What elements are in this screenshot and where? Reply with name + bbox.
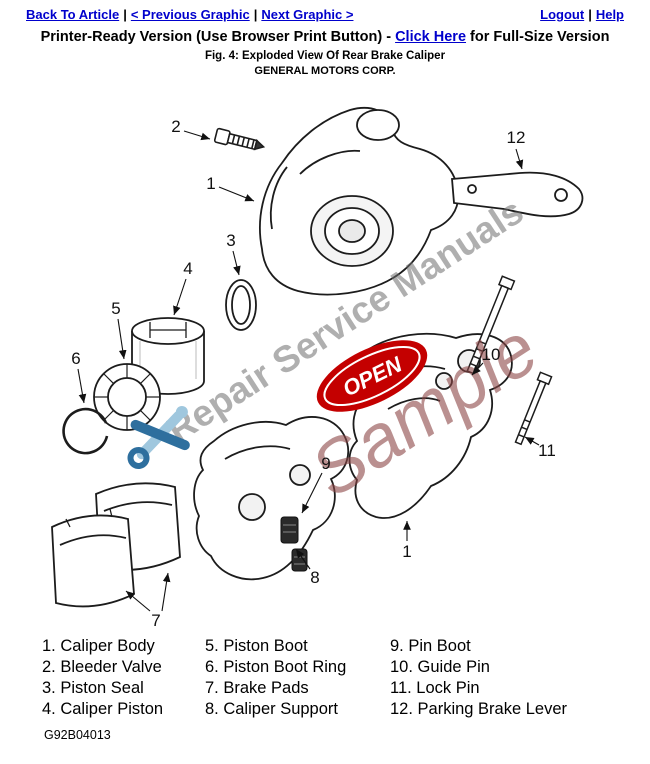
legend-item: 2. Bleeder Valve — [42, 658, 162, 676]
legend-item: 10. Guide Pin — [390, 658, 490, 676]
wrench-tools-icon — [127, 405, 190, 469]
legend-column-3: 9. Pin Boot 10. Guide Pin 11. Lock Pin 1… — [390, 636, 650, 720]
legend-item: 3. Piston Seal — [42, 679, 144, 697]
legend-item: 11. Lock Pin — [390, 679, 480, 697]
legend-item: 6. Piston Boot Ring — [205, 658, 347, 676]
part-label-7: 7 — [151, 611, 160, 630]
nav-separator: | — [123, 7, 127, 22]
previous-graphic-link[interactable]: < Previous Graphic — [130, 7, 250, 22]
figure-code: G92B04013 — [44, 728, 111, 742]
parts-legend: 1. Caliper Body 2. Bleeder Valve 3. Pist… — [0, 636, 650, 720]
legend-item: 1. Caliper Body — [42, 637, 155, 655]
top-navigation: Back To Article|< Previous Graphic|Next … — [0, 0, 650, 22]
printer-ready-line: Printer-Ready Version (Use Browser Print… — [0, 29, 650, 45]
legend-item: 12. Parking Brake Lever — [390, 700, 568, 718]
piston-boot-part — [93, 363, 161, 431]
next-graphic-link[interactable]: Next Graphic > — [261, 7, 354, 22]
diagram-svg: Repair Service Manuals Sample OPEN — [51, 107, 584, 630]
lock-pin-part — [514, 371, 553, 446]
pin-boot-part — [280, 516, 308, 572]
company-name: GENERAL MOTORS CORP. — [254, 65, 396, 77]
legend-item: 7. Brake Pads — [205, 679, 309, 697]
piston-boot-ring-part — [62, 407, 109, 455]
part-label-11: 11 — [538, 441, 556, 460]
part-number-labels: 2 1 12 3 4 5 6 10 11 9 1 8 7 — [71, 117, 556, 630]
logout-link[interactable]: Logout — [540, 7, 585, 22]
fullsize-text: for Full-Size Version — [466, 29, 610, 45]
printer-ready-text: Printer-Ready Version (Use Browser Print… — [40, 29, 396, 45]
back-to-article-link[interactable]: Back To Article — [26, 7, 120, 22]
caliper-support-part — [193, 416, 349, 581]
bleeder-valve-part — [213, 127, 266, 151]
guide-pin-part — [466, 275, 516, 375]
part-label-2: 2 — [171, 117, 180, 136]
part-label-3: 3 — [226, 231, 235, 250]
part-label-6: 6 — [71, 349, 80, 368]
brake-pads-part — [51, 482, 181, 608]
nav-right: Logout|Help — [540, 7, 624, 22]
open-stamp: OPEN — [316, 340, 428, 412]
leader-lines — [77, 130, 540, 612]
legend-item: 5. Piston Boot — [205, 637, 308, 655]
piston-seal-part — [225, 279, 257, 331]
part-label-8: 8 — [310, 568, 319, 587]
nav-separator: | — [588, 7, 592, 22]
part-label-1b: 1 — [402, 542, 411, 561]
exploded-view-diagram: Repair Service Manuals Sample OPEN — [0, 79, 650, 636]
part-label-9: 9 — [321, 454, 330, 473]
legend-item: 8. Caliper Support — [205, 700, 338, 718]
part-label-12: 12 — [507, 128, 526, 147]
parking-brake-lever-part — [451, 171, 584, 218]
nav-separator: | — [253, 7, 258, 22]
part-label-10: 10 — [482, 345, 501, 364]
legend-column-1: 1. Caliper Body 2. Bleeder Valve 3. Pist… — [42, 636, 205, 720]
part-label-5: 5 — [111, 299, 120, 318]
part-label-1: 1 — [206, 174, 215, 193]
nav-left: Back To Article|< Previous Graphic|Next … — [26, 7, 353, 22]
legend-item: 9. Pin Boot — [390, 637, 471, 655]
caliper-body-part — [259, 107, 460, 296]
part-label-4: 4 — [183, 259, 192, 278]
help-link[interactable]: Help — [595, 7, 624, 22]
click-here-link[interactable]: Click Here — [395, 29, 467, 45]
legend-item: 4. Caliper Piston — [42, 700, 164, 718]
figure-title: Fig. 4: Exploded View Of Rear Brake Cali… — [204, 50, 446, 62]
legend-column-2: 5. Piston Boot 6. Piston Boot Ring 7. Br… — [205, 636, 390, 720]
